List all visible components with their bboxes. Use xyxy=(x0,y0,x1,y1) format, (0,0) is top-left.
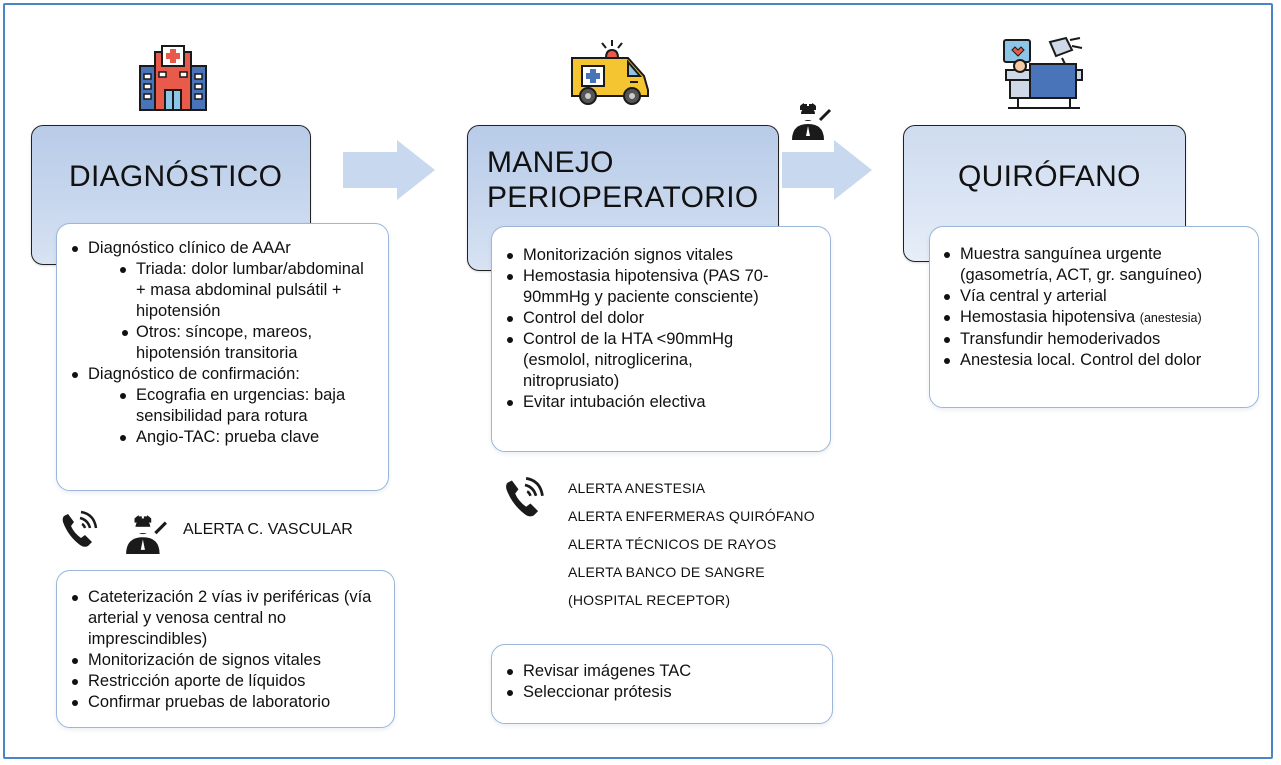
arrow-right-icon xyxy=(782,140,872,200)
diagnostico-title: DIAGNÓSTICO xyxy=(69,160,283,193)
list-item: Confirmar pruebas de laboratorio xyxy=(70,692,388,713)
list-item-text: Hemostasia hipotensiva xyxy=(960,308,1136,326)
quirofano-measures-box: Muestra sanguínea urgente (gasometría, A… xyxy=(929,226,1259,408)
list-item: Muestra sanguínea urgente (gasometría, A… xyxy=(942,244,1250,286)
list-item: Hemostasia hipotensiva (anestesia) xyxy=(942,307,1258,329)
list-item: Ecografia en urgencias: baja sensibilida… xyxy=(70,385,366,427)
manejo-measures-box: Monitorización signos vitales Hemostasia… xyxy=(491,226,831,452)
alert-vascular-label: ALERTA C. VASCULAR xyxy=(183,521,353,538)
list-item-note: (anestesia) xyxy=(1139,311,1202,325)
alert-item: ALERTA TÉCNICOS DE RAYOS xyxy=(568,536,777,552)
hospital-icon xyxy=(139,45,207,111)
alert-item: (HOSPITAL RECEPTOR) xyxy=(568,592,731,608)
alert-item: ALERTA ENFERMERAS QUIRÓFANO xyxy=(568,508,815,524)
list-item: Vía central y arterial xyxy=(942,286,1258,307)
list-item: Control del dolor xyxy=(505,308,825,329)
arrow-right-icon xyxy=(343,140,435,200)
manejo-title-line2: PERIOPERATORIO xyxy=(487,181,759,214)
diagnostico-actions-box: Cateterización 2 vías iv periféricas (ví… xyxy=(56,570,395,728)
diagnostico-criteria-list: Diagnóstico clínico de AAAr Triada: dolo… xyxy=(70,238,382,448)
diagram-frame xyxy=(3,3,1273,759)
list-item: Restricción aporte de líquidos xyxy=(70,671,388,692)
manejo-review-list: Revisar imágenes TAC Seleccionar prótesi… xyxy=(505,661,825,703)
list-item: Evitar intubación electiva xyxy=(505,392,825,413)
manejo-measures-list: Monitorización signos vitales Hemostasia… xyxy=(505,245,825,413)
list-item: Otros: síncope, mareos, hipotensión tran… xyxy=(70,322,366,364)
diagnostico-actions-list: Cateterización 2 vías iv periféricas (ví… xyxy=(70,587,388,713)
list-item: Cateterización 2 vías iv periféricas (ví… xyxy=(70,587,380,650)
list-item: Diagnóstico clínico de AAAr xyxy=(70,238,382,259)
list-item: Transfundir hemoderivados xyxy=(942,329,1258,350)
list-item: Hemostasia hipotensiva (PAS 70-90mmHg y … xyxy=(505,266,823,308)
surgeon-icon xyxy=(126,511,167,554)
quirofano-title: QUIRÓFANO xyxy=(958,160,1141,193)
list-item: Angio-TAC: prueba clave xyxy=(70,427,366,448)
manejo-title-line1: MANEJO xyxy=(487,146,614,179)
list-item: Revisar imágenes TAC xyxy=(505,661,825,682)
alert-item: ALERTA ANESTESIA xyxy=(568,480,706,496)
list-item: Seleccionar prótesis xyxy=(505,682,825,703)
manejo-review-box: Revisar imágenes TAC Seleccionar prótesi… xyxy=(491,644,833,724)
quirofano-measures-list: Muestra sanguínea urgente (gasometría, A… xyxy=(942,244,1258,371)
list-item: Triada: dolor lumbar/abdominal + masa ab… xyxy=(70,259,366,322)
list-item: Monitorización de signos vitales xyxy=(70,650,388,671)
operating-room-icon xyxy=(1003,36,1083,109)
phone-icon xyxy=(506,477,544,517)
list-item: Anestesia local. Control del dolor xyxy=(942,350,1258,371)
ambulance-icon xyxy=(571,40,649,105)
phone-icon xyxy=(62,510,98,547)
list-item: Control de la HTA <90mmHg (esmolol, nitr… xyxy=(505,329,793,392)
alert-item: ALERTA BANCO DE SANGRE xyxy=(568,564,765,580)
manejo-alerts-list: ALERTA ANESTESIA ALERTA ENFERMERAS QUIRÓ… xyxy=(568,474,815,614)
surgeon-icon xyxy=(792,99,832,140)
list-item: Monitorización signos vitales xyxy=(505,245,825,266)
list-item: Diagnóstico de confirmación: xyxy=(70,364,382,385)
diagnostico-criteria-box: Diagnóstico clínico de AAAr Triada: dolo… xyxy=(56,223,389,491)
